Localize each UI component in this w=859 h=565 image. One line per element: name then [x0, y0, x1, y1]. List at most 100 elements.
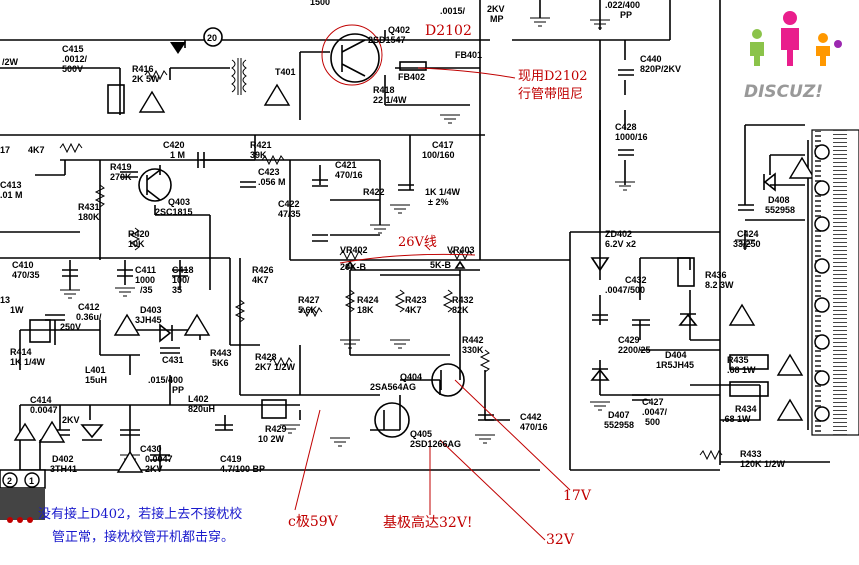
component-label: Q402 [388, 25, 410, 35]
component-label: .0015/ [440, 6, 466, 16]
component-label: C414 [30, 395, 52, 405]
component-label: 470/35 [12, 270, 40, 280]
component-label: C423 [258, 167, 280, 177]
component-label: .68 1W [722, 414, 751, 424]
component-label: 20K-B [340, 262, 367, 272]
blue-note: 没有接上D402，若接上去不接枕校 管正常，接枕校管开机都击穿。 [38, 506, 242, 545]
component-label: PP [172, 385, 184, 395]
component-label: R420 [128, 229, 150, 239]
component-label: C413 [0, 180, 22, 190]
component-label: D404 [665, 350, 687, 360]
component-label: /35 [140, 285, 153, 295]
component-label: R419 [110, 162, 132, 172]
component-label: R422 [363, 187, 385, 197]
component-label: 2SD1266AG [410, 439, 461, 449]
transistor-q403 [138, 168, 172, 202]
component-label: D403 [140, 305, 162, 315]
diode-symbols [80, 172, 776, 441]
warning-triangle-icon [38, 420, 66, 443]
warning-triangle-icon [728, 303, 756, 326]
component-label: 2K7 1/2W [255, 362, 296, 372]
warning-triangle-icon [776, 398, 804, 421]
component-label: 5K6 [212, 358, 229, 368]
component-label: R431 [78, 202, 100, 212]
component-label: R443 [210, 348, 232, 358]
component-label: MP [490, 14, 504, 24]
annotation-c-pole: c极59V [288, 514, 339, 530]
component-label: D408 [768, 195, 790, 205]
component-label: 2SD1547 [368, 35, 406, 45]
power-resistor-boxes [29, 61, 769, 419]
connector-strip [811, 129, 859, 436]
component-label: R435 [727, 355, 749, 365]
component-label: PP [620, 10, 632, 20]
red-annotation-marks [294, 24, 571, 541]
bottom-left-connector: 2 1 [0, 469, 46, 523]
component-label: 1000 [135, 275, 155, 285]
component-label: 4.7/100 BP [220, 464, 265, 474]
component-label: 8.2 3W [705, 280, 734, 290]
component-label: 6.2V x2 [605, 239, 636, 249]
component-label: R429 [265, 424, 287, 434]
component-label: VR403 [447, 245, 475, 255]
component-label: 820P/2KV [640, 64, 681, 74]
transformer-t401 [231, 58, 247, 95]
component-label: C424 [737, 229, 759, 239]
discuz-logo: DISCUZ! [744, 11, 842, 102]
red-annotations: D2102 现用D2102 行管带阻尼 26V线 17V 32V 基极高达32V… [288, 23, 592, 548]
component-label: 470/16 [335, 170, 363, 180]
component-label: 1R5JH45 [656, 360, 694, 370]
component-label: .0047/500 [605, 285, 645, 295]
component-label: R426 [252, 265, 274, 275]
signal-arrow-icon [170, 42, 186, 54]
component-label: R432 [452, 295, 474, 305]
component-label: 100/160 [422, 150, 455, 160]
component-label: C418 [172, 265, 194, 275]
component-label: 15uH [85, 375, 107, 385]
component-label: 2KV [62, 415, 80, 425]
component-label: R421 [250, 140, 272, 150]
component-label: 180K [78, 212, 100, 222]
component-label: 4K7 [405, 305, 422, 315]
component-label: 2200/25 [618, 345, 651, 355]
component-label: L402 [188, 394, 209, 404]
component-label: R433 [740, 449, 762, 459]
component-label: Q404 [400, 372, 422, 382]
component-label: VR402 [340, 245, 368, 255]
component-label: 47/35 [278, 209, 301, 219]
component-label: C411 [135, 265, 156, 275]
component-label: 2K 5W [132, 74, 160, 84]
component-label: C419 [220, 454, 242, 464]
component-label: 82K [452, 305, 469, 315]
component-label: R418 [373, 85, 395, 95]
component-label: C432 [625, 275, 647, 285]
component-label: T401 [275, 67, 296, 77]
annotation-17v: 17V [563, 488, 592, 504]
component-label: .022/400 [605, 0, 640, 10]
component-label: .01 M [0, 190, 23, 200]
component-label: 1000/16 [615, 132, 648, 142]
component-label: 0.36u/ [76, 312, 102, 322]
component-label: 4K7 [28, 145, 45, 155]
component-label: D407 [608, 410, 630, 420]
component-label: C440 [640, 54, 662, 64]
component-label: 33/250 [733, 239, 761, 249]
component-label: C417 [432, 140, 454, 150]
component-label: C420 [163, 140, 185, 150]
connector-pin-1: 1 [29, 476, 34, 486]
component-label: .056 M [258, 177, 286, 187]
component-label: 4K7 [252, 275, 269, 285]
annotation-26v-line: 26V线 [398, 235, 437, 250]
warning-triangle-icon [263, 83, 291, 106]
component-label: C410 [12, 260, 34, 270]
component-label: 120K 1/2W [740, 459, 786, 469]
component-label: Q405 [410, 429, 432, 439]
component-label: ± 2% [428, 197, 448, 207]
component-label: 1W [10, 305, 24, 315]
component-label: R416 [132, 64, 154, 74]
component-label: .015/400 [148, 375, 183, 385]
component-label: R436 [705, 270, 727, 280]
resistor-symbols [59, 69, 723, 461]
component-label: 35 [172, 285, 182, 295]
component-label: D402 [52, 454, 74, 464]
